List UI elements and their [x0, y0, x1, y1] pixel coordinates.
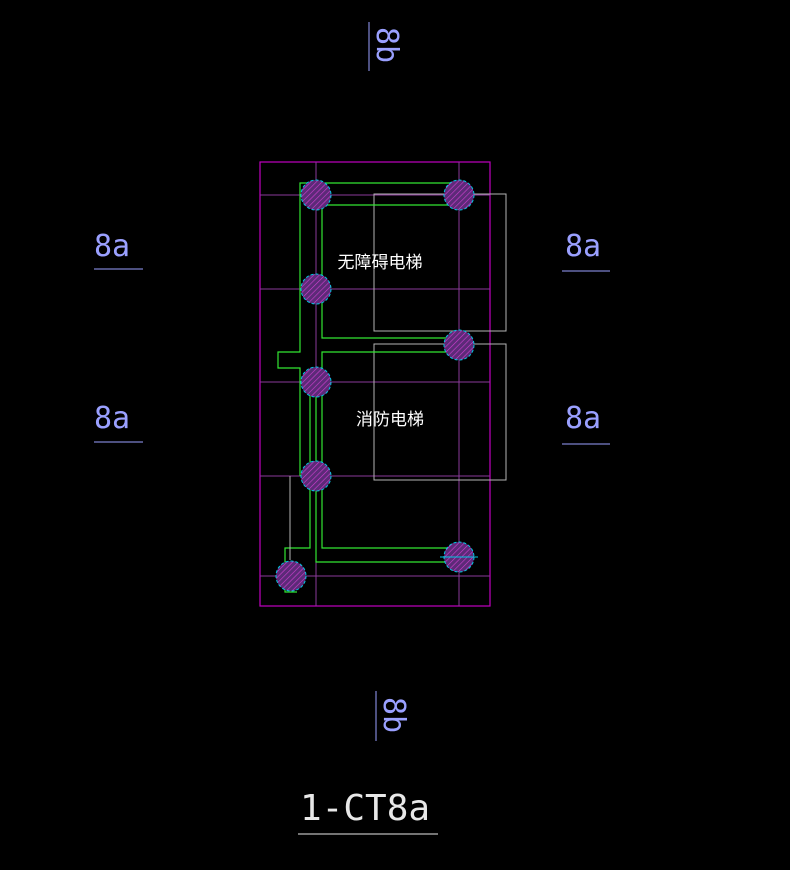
section-mark-left-lower: 8a [94, 401, 143, 443]
room-label-accessible-elevator: 无障碍电梯 [338, 253, 423, 273]
section-mark-left-upper: 8a [94, 229, 143, 270]
section-mark-right-upper-label: 8a [565, 229, 601, 264]
grid-lines [260, 162, 490, 606]
pile [443, 329, 475, 361]
section-mark-top-label: 8b [369, 27, 404, 63]
pile [300, 366, 332, 398]
pile [300, 273, 332, 305]
section-mark-left-lower-label: 8a [94, 401, 130, 436]
rebar-outline [277, 182, 462, 593]
section-mark-bottom: 8b [375, 691, 411, 741]
pile [300, 179, 332, 211]
drawing-title: 1-CT8a [300, 788, 430, 829]
elevator-shaft-outlines [373, 193, 507, 481]
section-mark-bottom-label: 8b [376, 697, 411, 733]
section-mark-top: 8b [368, 22, 404, 71]
section-mark-right-upper: 8a [562, 229, 610, 272]
drawing-title-block: 1-CT8a [298, 788, 438, 835]
pile [443, 179, 475, 211]
pile [300, 460, 332, 492]
section-mark-right-lower-label: 8a [565, 401, 601, 436]
piles [275, 179, 478, 592]
section-mark-right-lower: 8a [562, 401, 610, 445]
pile [440, 541, 478, 573]
pile [275, 560, 307, 592]
pile-cap-outline [259, 161, 491, 607]
section-mark-left-upper-label: 8a [94, 229, 130, 264]
room-label-fire-elevator: 消防电梯 [356, 410, 424, 430]
